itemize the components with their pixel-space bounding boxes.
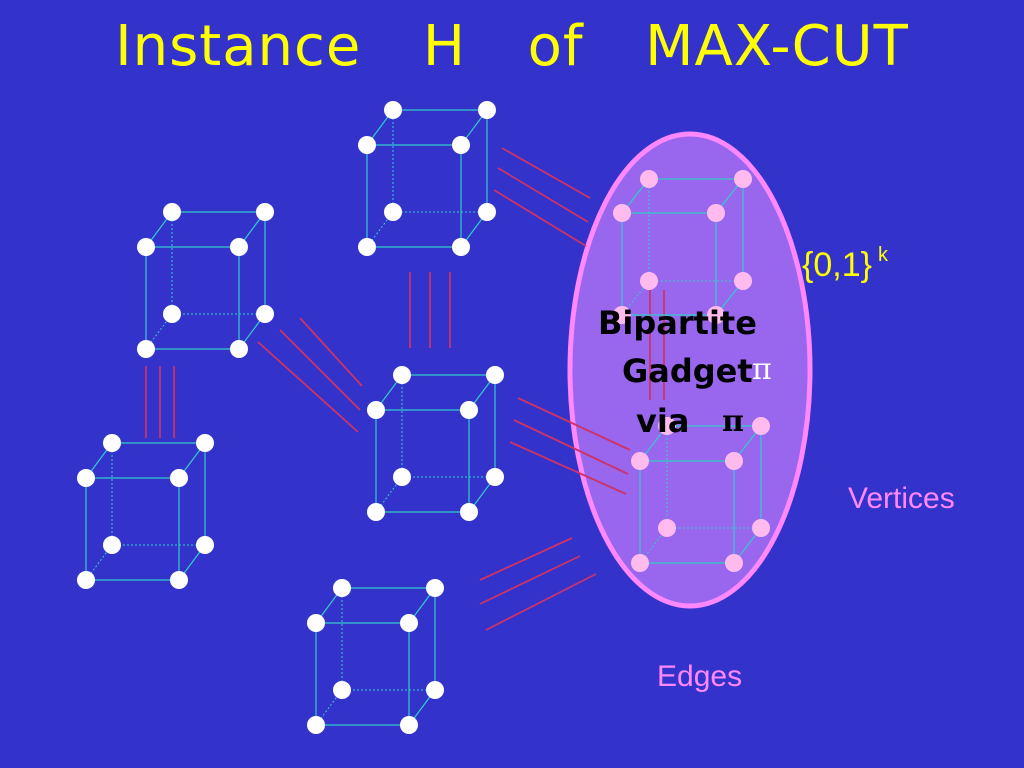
bipartite-gadget-ellipse (567, 131, 813, 609)
vertex-node (707, 204, 725, 222)
vertex-node (170, 571, 188, 589)
cube-graph (631, 417, 770, 572)
cube-graph (77, 434, 214, 589)
vertex-node (452, 238, 470, 256)
connector-bundle (257, 317, 363, 433)
vertex-node (393, 468, 411, 486)
vertex-node (163, 305, 181, 323)
vertex-node (752, 417, 770, 435)
vertex-node (137, 340, 155, 358)
vertex-node (478, 101, 496, 119)
connector-edge (501, 147, 591, 199)
set-label-exponent: k (877, 244, 888, 266)
vertex-node (77, 469, 95, 487)
vertex-node (170, 469, 188, 487)
gadget-label-line2: Gadget (622, 352, 753, 390)
slide-title: Instance H of MAX-CUT (115, 14, 909, 79)
vertex-node (707, 306, 725, 324)
connector-bundle (409, 272, 451, 348)
vertex-node (734, 272, 752, 290)
connector-edge (509, 441, 627, 495)
vertex-node (452, 136, 470, 154)
vertex-node (307, 614, 325, 632)
cube-graph (358, 101, 496, 256)
pi-superscript: π (752, 352, 772, 387)
connector-edge (479, 555, 581, 605)
cube-graph (137, 203, 274, 358)
vertex-node (230, 340, 248, 358)
vertex-node (333, 681, 351, 699)
vertex-node (367, 401, 385, 419)
vertex-node (400, 716, 418, 734)
vertex-node (658, 519, 676, 537)
connector-edge (497, 167, 589, 223)
vertex-node (230, 238, 248, 256)
vertex-node (725, 554, 743, 572)
connector-edge (493, 189, 587, 247)
connector-edge (299, 317, 363, 387)
cube-graph (613, 170, 752, 324)
cube-graph (367, 366, 504, 521)
vertex-node (393, 366, 411, 384)
vertex-node (163, 203, 181, 221)
vertex-node (486, 366, 504, 384)
vertex-node (358, 238, 376, 256)
vertex-node (196, 434, 214, 452)
vertex-node (384, 203, 402, 221)
set-label-base: {0,1} (802, 246, 872, 284)
connector-bundle (509, 397, 631, 495)
vertex-node (256, 203, 274, 221)
gadget-label-line1: Bipartite (598, 304, 757, 342)
connector-edge (279, 329, 361, 411)
vertex-node (384, 101, 402, 119)
vertex-node (256, 305, 274, 323)
connector-bundle (145, 366, 175, 438)
set-label: {0,1}k (802, 244, 888, 285)
vertex-node (103, 434, 121, 452)
vertex-node (734, 170, 752, 188)
vertex-node (358, 136, 376, 154)
connector-edge (257, 341, 359, 433)
vertex-node (426, 579, 444, 597)
vertex-node (307, 716, 325, 734)
connector-bundle (493, 147, 591, 247)
connector-bundle (479, 537, 597, 631)
cube-graph (307, 579, 444, 734)
vertex-node (478, 203, 496, 221)
gadget-label-line3: via (636, 402, 690, 440)
cube-graphs (77, 101, 770, 734)
vertex-node (103, 536, 121, 554)
vertex-node (613, 306, 631, 324)
vertex-node (460, 401, 478, 419)
vertex-node (752, 519, 770, 537)
connector-edge (513, 419, 629, 475)
connector-edge (479, 537, 573, 581)
vertex-node (367, 503, 385, 521)
connector-edge (485, 573, 597, 631)
vertex-node (640, 272, 658, 290)
vertex-node (460, 503, 478, 521)
vertex-node (196, 536, 214, 554)
vertex-node (333, 579, 351, 597)
vertex-node (613, 204, 631, 222)
vertex-node (486, 468, 504, 486)
vertex-node (77, 571, 95, 589)
vertex-node (400, 614, 418, 632)
vertex-node (631, 452, 649, 470)
vertex-node (631, 554, 649, 572)
connector-bundle (649, 290, 665, 400)
connector-edges (145, 147, 665, 631)
connector-edge (517, 397, 631, 451)
vertex-node (658, 417, 676, 435)
vertices-label: Vertices (848, 482, 955, 515)
vertex-node (640, 170, 658, 188)
vertex-node (725, 452, 743, 470)
edges-label: Edges (657, 660, 743, 693)
pi-symbol: π (722, 404, 744, 439)
vertex-node (426, 681, 444, 699)
vertex-node (137, 238, 155, 256)
